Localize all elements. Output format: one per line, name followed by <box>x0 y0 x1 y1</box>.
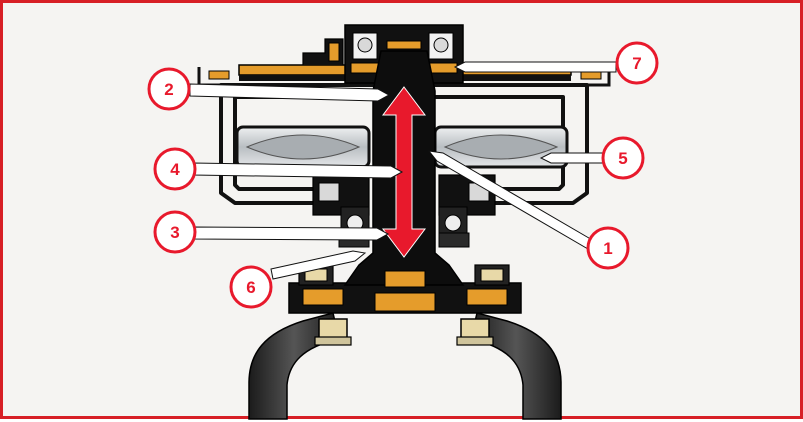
travel-arrow <box>382 86 426 258</box>
callout-7: 7 <box>615 41 659 85</box>
callout-5: 5 <box>601 136 645 180</box>
bolt-right <box>456 318 494 346</box>
leader-2 <box>189 83 391 102</box>
callout-4: 4 <box>153 147 197 191</box>
callouts: 2 7 4 5 3 1 6 <box>147 41 659 309</box>
svg-text:4: 4 <box>170 160 180 179</box>
large-bearing-left <box>235 125 371 169</box>
cross-section-diagram: 2 7 4 5 3 1 6 <box>147 24 659 420</box>
callout-6: 6 <box>229 265 273 309</box>
svg-text:1: 1 <box>603 239 612 258</box>
lower-bearing-right <box>438 174 496 248</box>
leader-6 <box>270 250 367 280</box>
svg-text:7: 7 <box>632 54 641 73</box>
svg-text:2: 2 <box>164 80 173 99</box>
fork-arms <box>248 312 562 420</box>
leader-7 <box>453 61 617 73</box>
callout-3: 3 <box>153 210 197 254</box>
svg-text:5: 5 <box>618 149 627 168</box>
leader-5 <box>539 152 604 164</box>
callout-2: 2 <box>147 67 191 111</box>
svg-text:3: 3 <box>170 223 179 242</box>
leader-3 <box>193 226 390 241</box>
leader-4 <box>192 162 404 179</box>
callout-1: 1 <box>586 226 630 270</box>
bolt-left <box>314 318 352 346</box>
svg-text:6: 6 <box>246 278 255 297</box>
